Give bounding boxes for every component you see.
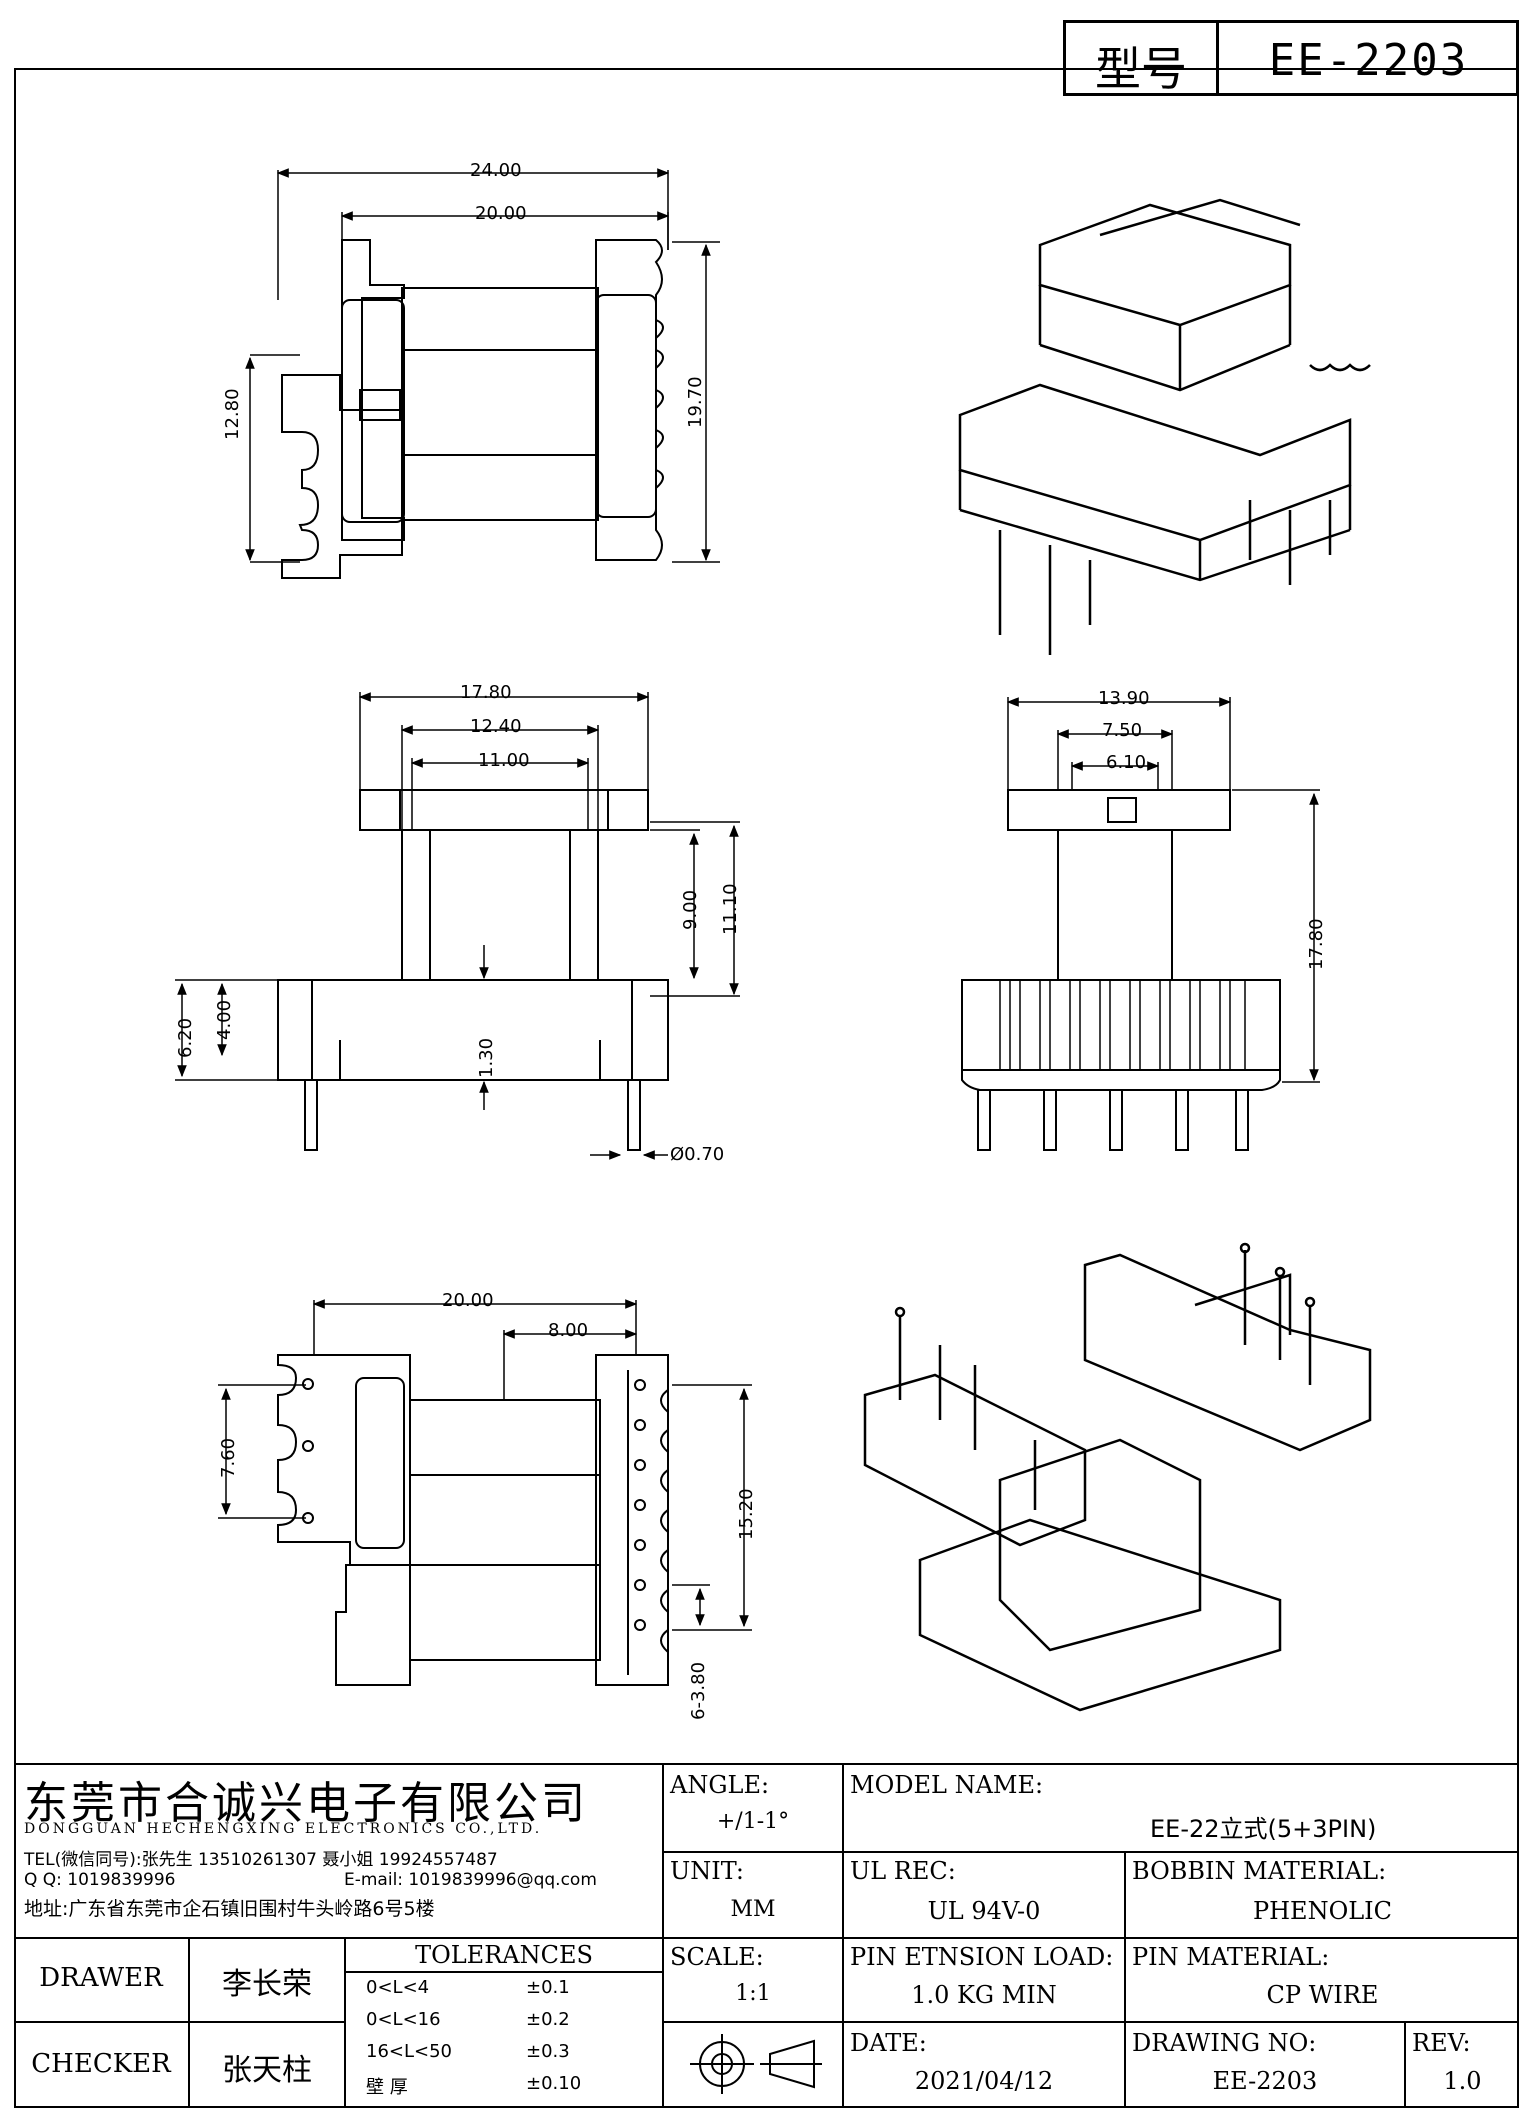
ul-label: UL REC:: [850, 1857, 956, 1885]
tolerance-value: ±0.3: [526, 2041, 570, 2062]
model-badge-value: EE-2203: [1268, 35, 1469, 86]
company-name-en: DONGGUAN HECHENGXING ELECTRONICS CO.,LTD…: [24, 1821, 543, 1837]
side-view: [961, 697, 1320, 1151]
company-qq: Q Q: 1019839996: [24, 1870, 176, 1890]
dim-h: 9.00: [680, 889, 701, 930]
dim-i: 11.10: [720, 883, 741, 935]
date-label: DATE:: [850, 2029, 927, 2057]
model-badge-label: 型号: [1095, 42, 1187, 96]
bobbin-label: BOBBIN MATERIAL:: [1132, 1857, 1387, 1885]
unit-label: UNIT:: [670, 1857, 744, 1885]
date-value: 2021/04/12: [914, 2067, 1054, 2095]
pin-material-label: PIN MATERIAL:: [1132, 1943, 1330, 1971]
bottom-view: [218, 1299, 752, 1686]
dim-f: 12.40: [470, 716, 522, 737]
company-tel: TEL(微信同号):张先生 13510261307 聂小姐 1992455748…: [24, 1850, 498, 1870]
checker-name: 张天柱: [222, 2053, 312, 2088]
rev-label: REV:: [1412, 2029, 1471, 2057]
dim-e: 17.80: [460, 682, 512, 703]
dim-m: Ø0.70: [670, 1144, 725, 1165]
drawing-frame: [14, 68, 1519, 2108]
pin-material-value: CP WIRE: [1266, 1981, 1379, 2009]
scale-label: SCALE:: [670, 1943, 764, 1971]
dim-l: 1.30: [476, 1037, 497, 1078]
rev-value: 1.0: [1443, 2067, 1482, 2095]
tolerance-range: 壁 厚: [366, 2077, 408, 2098]
unit-value: MM: [730, 1897, 776, 1922]
title-block: 东莞市合诚兴电子有限公司 DONGGUAN HECHENGXING ELECTR…: [14, 1763, 1519, 2108]
company-address: 地址:广东省东莞市企石镇旧围村牛头岭路6号5楼: [24, 1898, 435, 1920]
bobbin-value: PHENOLIC: [1252, 1897, 1393, 1925]
tolerance-range: 0<L<16: [366, 2009, 441, 2030]
tolerances-title: TOLERANCES: [415, 1941, 593, 1969]
drawing-no-value: EE-2203: [1212, 2067, 1318, 2095]
tolerance-range: 0<L<4: [366, 1977, 430, 1998]
dim-g: 11.00: [478, 750, 530, 771]
technical-drawing: [175, 168, 1372, 1712]
dim-b: 20.00: [475, 203, 527, 224]
scale-value: 1:1: [735, 1981, 771, 2006]
dim-o: 7.50: [1102, 720, 1143, 741]
dim-k: 4.00: [214, 999, 235, 1040]
dim-d: 19.70: [685, 376, 706, 428]
dim-r: 20.00: [442, 1290, 494, 1311]
angle-label: ANGLE:: [670, 1771, 770, 1799]
checker-label: CHECKER: [31, 2049, 171, 2079]
dim-p: 6.10: [1106, 752, 1147, 773]
drawer-name: 李长荣: [222, 1967, 312, 2002]
isometric-view-bottom: [863, 1242, 1372, 1712]
model-name-value: EE-22立式(5+3PIN): [1150, 1815, 1377, 1843]
isometric-view-top: [958, 198, 1371, 655]
drawer-label: DRAWER: [39, 1963, 163, 1993]
model-badge: 型号 EE-2203: [1063, 20, 1519, 96]
tolerance-value: ±0.2: [526, 2009, 570, 2030]
dim-j: 6.20: [175, 1017, 196, 1058]
dim-v: 6-3.80: [688, 1661, 709, 1720]
dim-t: 7.60: [218, 1437, 239, 1478]
drawing-no-label: DRAWING NO:: [1132, 2029, 1317, 2057]
dim-q: 17.80: [1306, 918, 1327, 970]
tolerance-value: ±0.10: [526, 2073, 582, 2094]
dim-a: 24.00: [470, 160, 522, 181]
pin-tension-label: PIN ETNSION LOAD:: [850, 1943, 1114, 1971]
tolerance-range: 16<L<50: [366, 2041, 453, 2062]
dim-u: 15.20: [736, 1488, 757, 1540]
top-view: [245, 168, 720, 579]
angle-value: +/1-1°: [716, 1809, 790, 1834]
company-email: E-mail: 1019839996@qq.com: [344, 1870, 597, 1890]
company-name-cn: 东莞市合诚兴电子有限公司: [24, 1778, 588, 1829]
projection-symbol-icon: [690, 2034, 822, 2094]
pin-tension-value: 1.0 KG MIN: [911, 1981, 1057, 2009]
front-view: [175, 692, 740, 1160]
dim-s: 8.00: [548, 1320, 589, 1341]
dim-n: 13.90: [1098, 688, 1150, 709]
dim-c: 12.80: [222, 388, 243, 440]
model-name-label: MODEL NAME:: [850, 1771, 1044, 1799]
ul-value: UL 94V-0: [927, 1897, 1041, 1925]
tolerance-value: ±0.1: [526, 1977, 570, 1998]
